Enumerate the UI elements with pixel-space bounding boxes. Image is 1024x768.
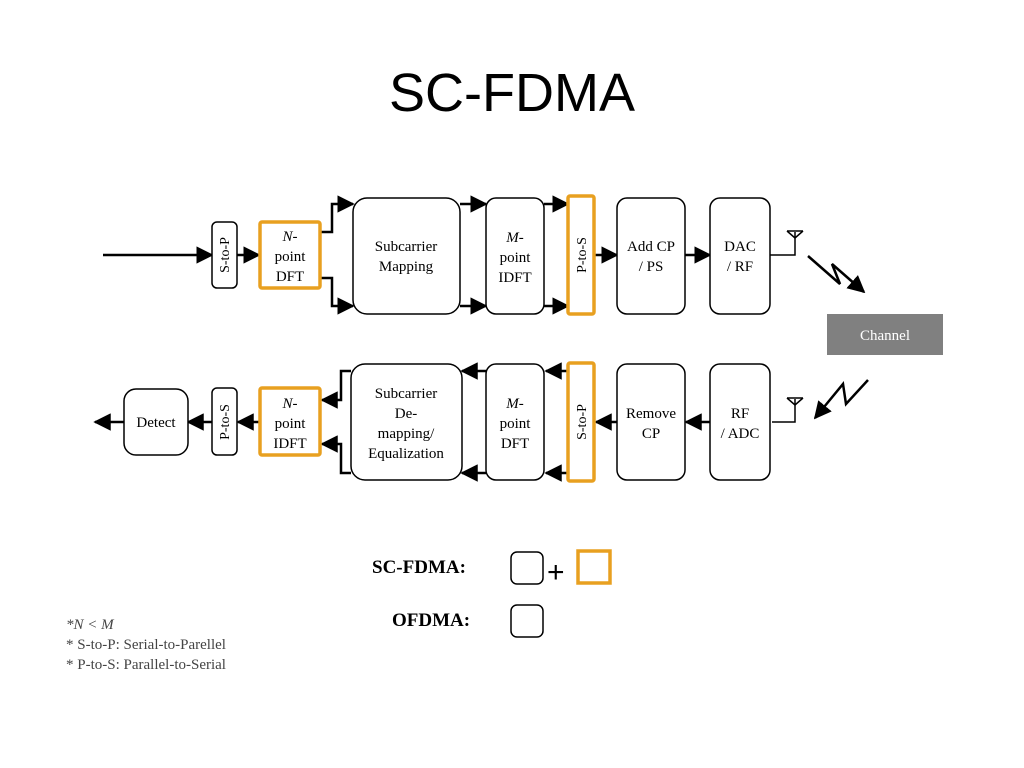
tx-dac-block: DAC / RF <box>709 197 771 315</box>
rx-remove-cp-block: Remove CP <box>616 363 686 481</box>
svg-text:Remove: Remove <box>626 406 676 422</box>
svg-text:N-: N- <box>282 396 298 412</box>
rx-dft-block: M- point DFT <box>485 363 545 481</box>
tx-chain <box>103 195 712 315</box>
svg-text:Subcarrier: Subcarrier <box>375 386 437 402</box>
legend-ofdma-block-swatch <box>510 604 544 638</box>
tx-add-cp-block: Add CP / PS <box>616 197 686 315</box>
svg-text:M-: M- <box>505 396 524 412</box>
svg-text:DAC: DAC <box>724 239 756 255</box>
tx-pts-block: P-to-S <box>566 194 596 316</box>
svg-text:mapping/: mapping/ <box>378 426 435 442</box>
svg-text:/ RF: / RF <box>727 259 753 275</box>
svg-text:point: point <box>275 416 307 432</box>
tx-stop-block: S-to-P <box>211 221 238 289</box>
svg-text:point: point <box>500 416 532 432</box>
legend: SC-FDMA: + OFDMA: <box>372 549 612 638</box>
svg-text:Detect: Detect <box>136 415 176 431</box>
svg-text:Subcarrier: Subcarrier <box>375 239 437 255</box>
footnote-p-to-s: * P-to-S: Parallel-to-Serial <box>66 657 226 673</box>
svg-text:DFT: DFT <box>501 436 529 452</box>
legend-plain-block-swatch <box>510 551 544 585</box>
svg-text:M-: M- <box>505 230 524 246</box>
svg-text:N-: N- <box>282 229 298 245</box>
footnotes: *N < M * S-to-P: Serial-to-Parellel * P-… <box>66 615 226 675</box>
rx-detect-block: Detect <box>123 388 189 456</box>
rx-pts-block: P-to-S <box>211 387 238 456</box>
svg-text:De-: De- <box>395 406 418 422</box>
legend-scfdma-label: SC-FDMA: <box>372 557 466 578</box>
rx-antenna-icon <box>772 397 804 423</box>
rx-arrow-demap-idft-top <box>320 369 351 409</box>
svg-text:S-to-P: S-to-P <box>218 237 233 273</box>
svg-text:CP: CP <box>642 426 660 442</box>
rx-wireless-signal-icon <box>813 379 869 420</box>
legend-plus: + <box>547 556 565 589</box>
tx-antenna-icon <box>770 230 804 256</box>
svg-text:P-to-S: P-to-S <box>575 237 590 273</box>
tx-wireless-signal-icon <box>807 255 866 294</box>
rx-arrow-demap-idft-bottom <box>320 435 351 475</box>
svg-text:point: point <box>275 249 307 265</box>
tx-idft-block: M- point IDFT <box>485 197 545 315</box>
footnote-s-to-p: * S-to-P: Serial-to-Parellel <box>66 637 226 653</box>
tx-dft-block: N- point DFT <box>258 220 322 290</box>
footnote-n-less-m: *N < M <box>66 617 114 633</box>
rx-stop-block: S-to-P <box>566 361 596 483</box>
svg-text:Mapping: Mapping <box>379 259 434 275</box>
svg-text:Add CP: Add CP <box>627 239 675 255</box>
rx-rf-adc-block: RF / ADC <box>709 363 771 481</box>
svg-text:Equalization: Equalization <box>368 446 444 462</box>
svg-text:P-to-S: P-to-S <box>218 404 233 440</box>
svg-text:/ PS: / PS <box>639 259 664 275</box>
svg-text:/ ADC: / ADC <box>721 426 760 442</box>
legend-orange-block-swatch <box>576 549 612 585</box>
tx-arrow-dft-map-top <box>320 195 355 234</box>
page-title: SC-FDMA <box>389 63 635 123</box>
svg-text:IDFT: IDFT <box>273 436 306 452</box>
svg-text:Channel: Channel <box>860 328 910 344</box>
rx-idft-block: N- point IDFT <box>258 386 322 457</box>
channel-block: Channel <box>827 314 943 355</box>
svg-text:RF: RF <box>731 406 749 422</box>
legend-ofdma-label: OFDMA: <box>392 610 470 631</box>
svg-text:point: point <box>500 250 532 266</box>
tx-subcarrier-mapping-block: Subcarrier Mapping <box>352 197 461 315</box>
tx-arrow-dft-map-bottom <box>320 276 355 315</box>
svg-text:DFT: DFT <box>276 269 304 285</box>
svg-text:S-to-P: S-to-P <box>575 404 590 440</box>
svg-text:IDFT: IDFT <box>498 270 531 286</box>
rx-subcarrier-demapping-block: Subcarrier De- mapping/ Equalization <box>350 363 463 481</box>
